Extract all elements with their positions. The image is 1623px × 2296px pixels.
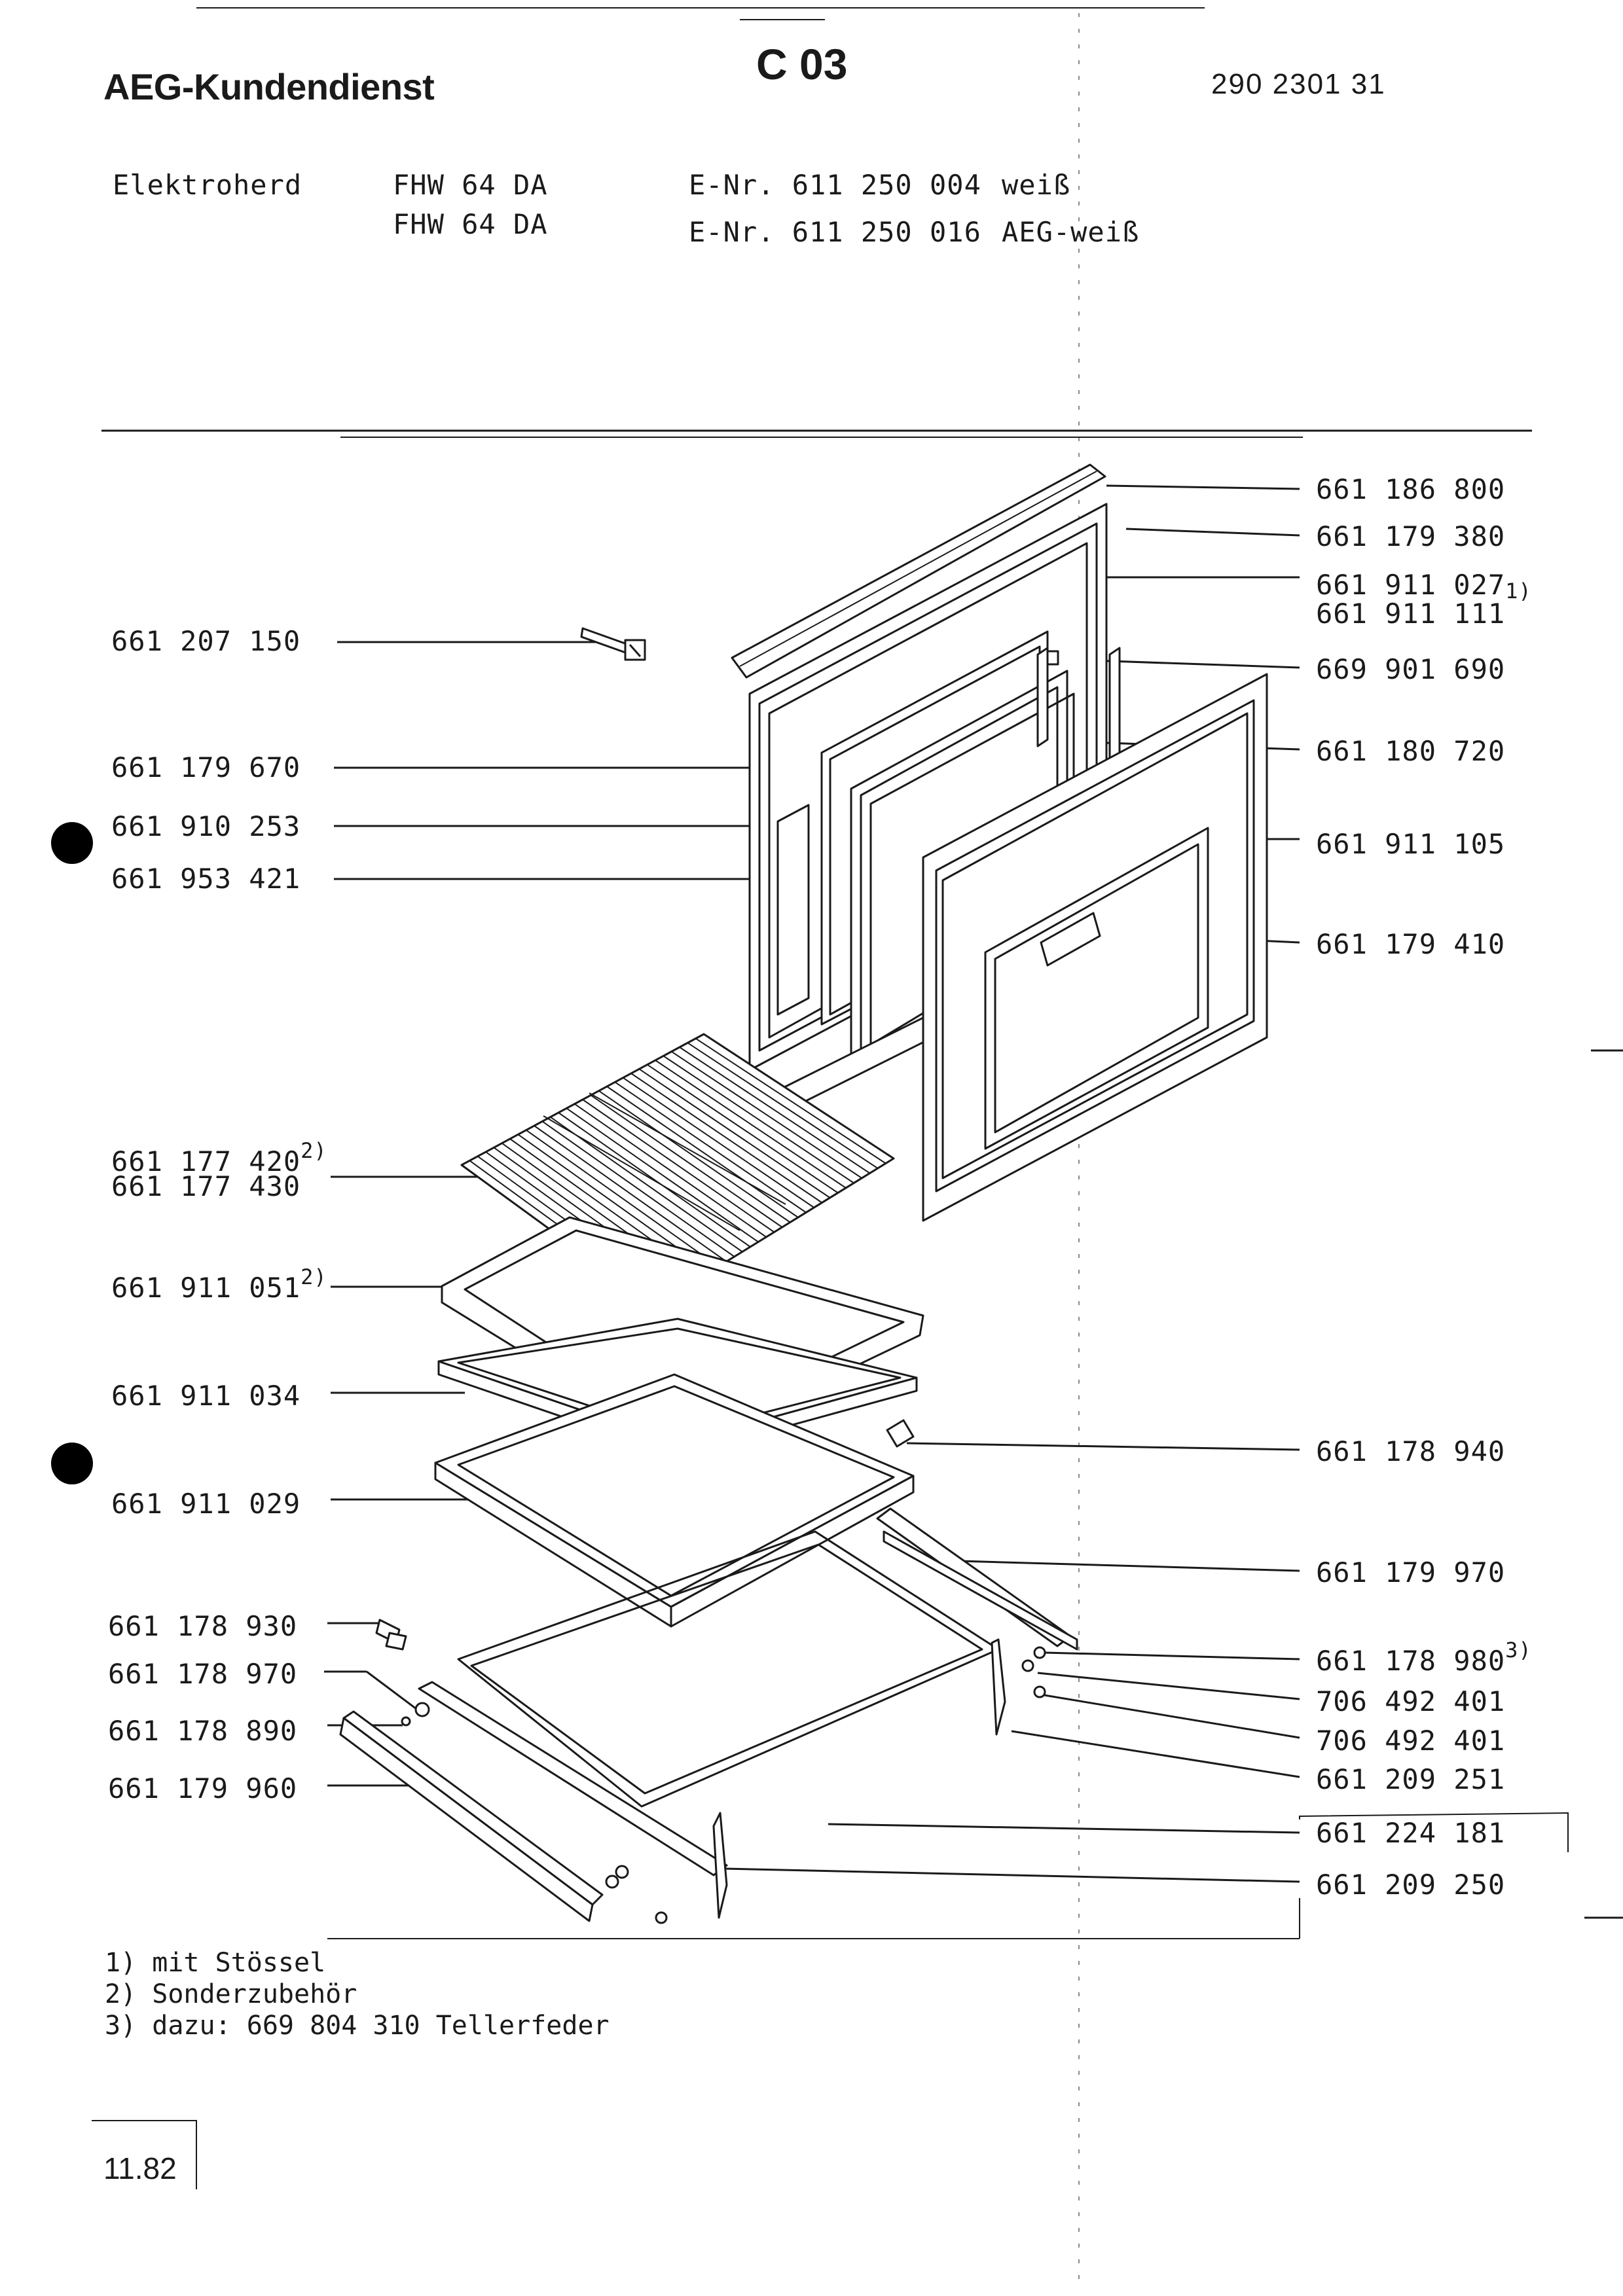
marker-dot bbox=[51, 822, 93, 864]
grid-bar bbox=[558, 1112, 751, 1247]
part-number: 661 911 029 bbox=[111, 1488, 301, 1520]
revision-date: 11.82 bbox=[103, 2151, 177, 2185]
document-number: 290 2301 31 bbox=[1211, 68, 1386, 100]
color-1: weiß bbox=[1002, 169, 1071, 201]
small-bracket bbox=[886, 1419, 915, 1448]
model-1: FHW 64 DA bbox=[393, 169, 548, 201]
grid-bar bbox=[541, 1121, 735, 1257]
part-number: 661 911 111 bbox=[1316, 598, 1506, 630]
seal-strip bbox=[776, 804, 810, 1016]
grid-bar bbox=[582, 1099, 775, 1233]
grid-bar bbox=[630, 1073, 823, 1204]
part-number: 661 911 0512) bbox=[111, 1265, 327, 1304]
part-number: 661 911 034 bbox=[111, 1380, 301, 1412]
footnote: 3) dazu: 669 804 310 Tellerfeder bbox=[105, 2011, 610, 2041]
grid-bar bbox=[647, 1064, 839, 1194]
grid-bar bbox=[598, 1090, 791, 1223]
part-number: 669 901 690 bbox=[1316, 653, 1506, 685]
part-number: 661 179 410 bbox=[1316, 928, 1506, 960]
footnote-ref: 1) bbox=[1505, 579, 1532, 603]
clip-part bbox=[1046, 650, 1059, 666]
footnote-ref: 2) bbox=[301, 1138, 327, 1163]
enr-1: E-Nr. 611 250 004 bbox=[689, 169, 981, 201]
footnote-ref: 2) bbox=[301, 1265, 327, 1289]
rail-frame bbox=[339, 1507, 1078, 1924]
nameplate bbox=[1040, 912, 1101, 967]
part-number: 661 179 380 bbox=[1316, 520, 1506, 552]
part-number: 661 910 253 bbox=[111, 810, 301, 842]
grid-bar bbox=[534, 1125, 727, 1263]
part-number: 661 224 181 bbox=[1316, 1817, 1506, 1849]
grid-bar bbox=[663, 1055, 854, 1184]
part-number: 661 953 421 bbox=[111, 863, 301, 895]
part-number: 661 207 150 bbox=[111, 625, 301, 657]
part-number: 661 178 890 bbox=[108, 1715, 298, 1747]
grid-bar bbox=[638, 1068, 831, 1198]
door-assembly bbox=[731, 463, 1268, 1222]
part-number: 661 209 250 bbox=[1316, 1869, 1506, 1901]
outer-door-panel bbox=[922, 673, 1268, 1222]
footnote: 1) mit Stössel bbox=[105, 1948, 326, 1978]
footnote: 2) Sonderzubehör bbox=[105, 1979, 357, 2009]
color-2: AEG-weiß bbox=[1002, 216, 1140, 248]
appliance-type: Elektroherd bbox=[113, 169, 302, 201]
left-leaders bbox=[324, 641, 854, 1787]
part-number: 661 179 970 bbox=[1316, 1556, 1506, 1588]
door-window bbox=[984, 827, 1209, 1150]
footnote-ref: 3) bbox=[1505, 1638, 1532, 1662]
part-number: 661 911 0271) bbox=[1316, 569, 1532, 604]
grid-bar bbox=[606, 1086, 799, 1218]
part-number: 661 179 670 bbox=[111, 751, 301, 783]
enr-2: E-Nr. 611 250 016 bbox=[689, 216, 981, 248]
part-number: 661 179 960 bbox=[108, 1772, 298, 1804]
part-number: 661 180 720 bbox=[1316, 735, 1506, 767]
hinge-pin bbox=[580, 627, 646, 661]
grid-bar bbox=[687, 1042, 879, 1169]
grid-bar bbox=[671, 1050, 862, 1179]
part-number: 661 209 251 bbox=[1316, 1763, 1506, 1795]
part-number: 661 178 940 bbox=[1316, 1435, 1506, 1467]
grid-bar bbox=[614, 1081, 807, 1213]
brand-title: AEG-Kundendienst bbox=[103, 66, 435, 107]
grid-bar bbox=[695, 1037, 886, 1164]
grid-bar bbox=[574, 1103, 767, 1238]
grid-bar bbox=[566, 1107, 759, 1243]
grid-bar bbox=[679, 1047, 871, 1174]
part-number: 706 492 401 bbox=[1316, 1685, 1506, 1717]
part-number: 661 178 9803) bbox=[1316, 1638, 1532, 1677]
section-code: C 03 bbox=[756, 40, 848, 88]
part-number: 661 178 930 bbox=[108, 1610, 298, 1642]
date-box bbox=[92, 2120, 197, 2189]
grid-bar bbox=[655, 1060, 847, 1189]
grid-bar bbox=[623, 1077, 814, 1208]
part-number: 661 911 105 bbox=[1316, 828, 1506, 860]
part-number: 661 177 4202) bbox=[111, 1138, 327, 1177]
part-number: 661 177 430 bbox=[111, 1170, 301, 1202]
model-2: FHW 64 DA bbox=[393, 208, 548, 240]
baking-tray-2 bbox=[434, 1373, 915, 1628]
grid-bar bbox=[526, 1129, 719, 1267]
grid-bar bbox=[590, 1094, 783, 1228]
grid-bar bbox=[550, 1116, 743, 1253]
part-number: 706 492 401 bbox=[1316, 1725, 1506, 1757]
marker-dot bbox=[51, 1443, 93, 1484]
part-number: 661 186 800 bbox=[1316, 473, 1506, 505]
part-number: 661 178 970 bbox=[108, 1658, 298, 1690]
